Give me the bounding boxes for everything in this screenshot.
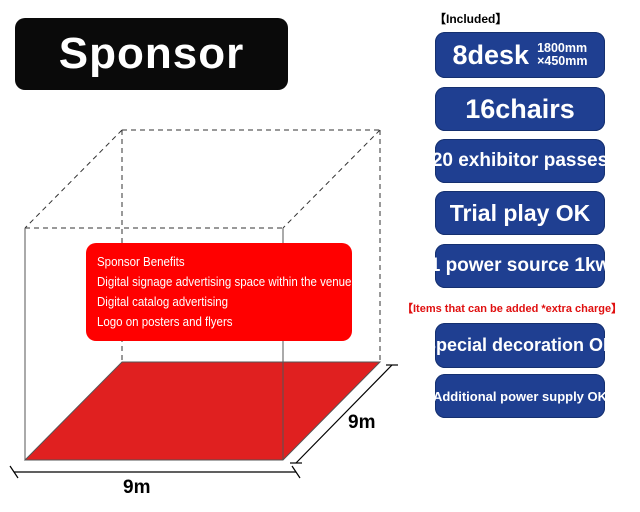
additional-power-pill: Additional power supply OK (433, 374, 607, 418)
desk-pill: 8desk 1800mm ×450mm (435, 32, 605, 78)
desk-size-line1: 1800mm (537, 41, 588, 55)
desk-count: 8desk (452, 39, 530, 70)
sponsor-benefits-box: Sponsor Benefits Digital signage adverti… (86, 243, 352, 341)
benefit-item: Digital catalog advertising (97, 295, 229, 309)
extra-items-label: 【Items that can be added *extra charge】 (402, 303, 623, 315)
desk-size-line2: ×450mm (537, 54, 588, 68)
trial-play-pill: Trial play OK (435, 191, 605, 235)
top-right-diag (282, 129, 381, 229)
benefit-item: Digital signage advertising space within… (97, 275, 352, 289)
booth-floor (23, 361, 382, 461)
power-source-pill: 1 power source 1kw (430, 244, 610, 288)
depth-dimension-line (295, 364, 393, 464)
chairs-pill: 16chairs (435, 87, 605, 131)
passes-pill: 20 exhibitor passes (432, 139, 608, 183)
included-label: 【Included】 (434, 12, 508, 26)
width-label: 9m (123, 477, 151, 498)
page-title: Sponsor (15, 18, 288, 90)
desk-size: 1800mm ×450mm (537, 42, 587, 68)
depth-label: 9m (348, 412, 376, 433)
special-decoration-pill: Special decoration OK (424, 323, 616, 368)
benefit-item: Logo on posters and flyers (97, 315, 233, 329)
top-left-diag (24, 129, 123, 229)
benefits-heading: Sponsor Benefits (97, 255, 185, 269)
